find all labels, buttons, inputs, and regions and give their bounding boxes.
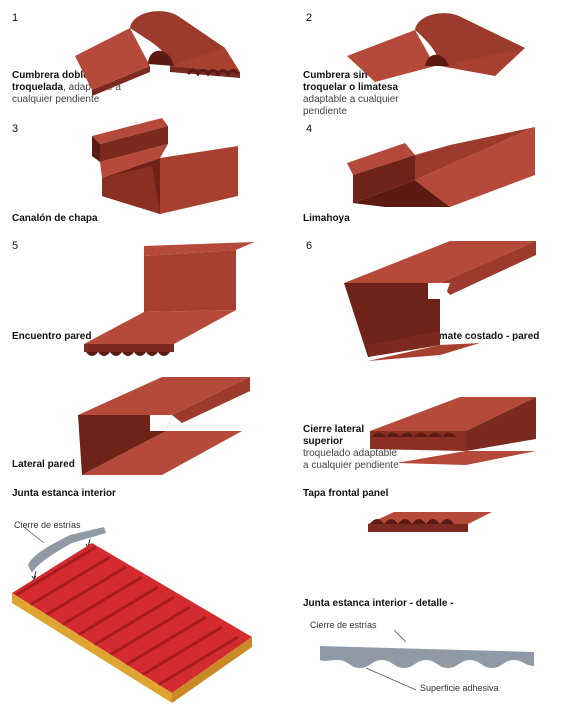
item-number-5: 5 xyxy=(12,240,19,252)
item-number-6: 6 xyxy=(306,240,313,252)
figure-tapa-frontal xyxy=(368,512,492,532)
caption-canalon: Canalón de chapa xyxy=(12,213,98,224)
caption-remate-costado: Remate costado - pared xyxy=(426,331,540,342)
item-number-1: 1 xyxy=(12,12,19,24)
annotation-superficie-adhesiva: Superficie adhesiva xyxy=(420,683,499,693)
figure-cumbrera-sin-troquelar xyxy=(347,13,525,82)
caption-limahoya: Limahoya xyxy=(303,213,350,224)
figure-encuentro-pared xyxy=(84,242,254,356)
item-number-2: 2 xyxy=(306,12,313,24)
caption-subtitle: adaptable a cualquier pendiente xyxy=(303,94,399,117)
caption-title: Cumbrera doble troquelada xyxy=(12,70,89,93)
caption-title: Cierre lateral superior xyxy=(303,424,365,447)
annotation-cierre-estrias: Cierre de estrías xyxy=(14,520,81,530)
figure-canalon xyxy=(92,118,238,214)
figure-cierre-lateral xyxy=(370,397,536,465)
caption-junta-estanca: Junta estanca interior xyxy=(12,488,116,499)
caption-subtitle: troquelado adaptable a cualquier pendien… xyxy=(303,448,399,471)
caption-junta-detalle: Junta estanca interior - detalle - xyxy=(303,598,454,609)
item-number-3: 3 xyxy=(12,123,19,135)
figure-junta-detalle xyxy=(320,629,534,691)
annotation-cierre-estrias-detalle: Cierre de estrías xyxy=(310,620,377,630)
caption-lateral-pared: Lateral pared xyxy=(12,459,75,470)
figure-remate-costado xyxy=(344,241,536,361)
figure-limahoya xyxy=(347,127,535,207)
caption-title: Cumbrera sin troquelar o limatesa xyxy=(303,70,399,93)
item-number-4: 4 xyxy=(306,123,313,135)
figure-junta-estanca-roof xyxy=(12,526,252,703)
figure-cumbrera-doble xyxy=(75,11,240,96)
caption-encuentro-pared: Encuentro pared xyxy=(12,331,92,342)
figure-lateral-pared xyxy=(78,377,250,475)
caption-cumbrera-sin-troquelar: Cumbrera sin troquelar o limatesa adapta… xyxy=(303,70,413,118)
caption-tapa-frontal: Tapa frontal panel xyxy=(303,488,389,499)
